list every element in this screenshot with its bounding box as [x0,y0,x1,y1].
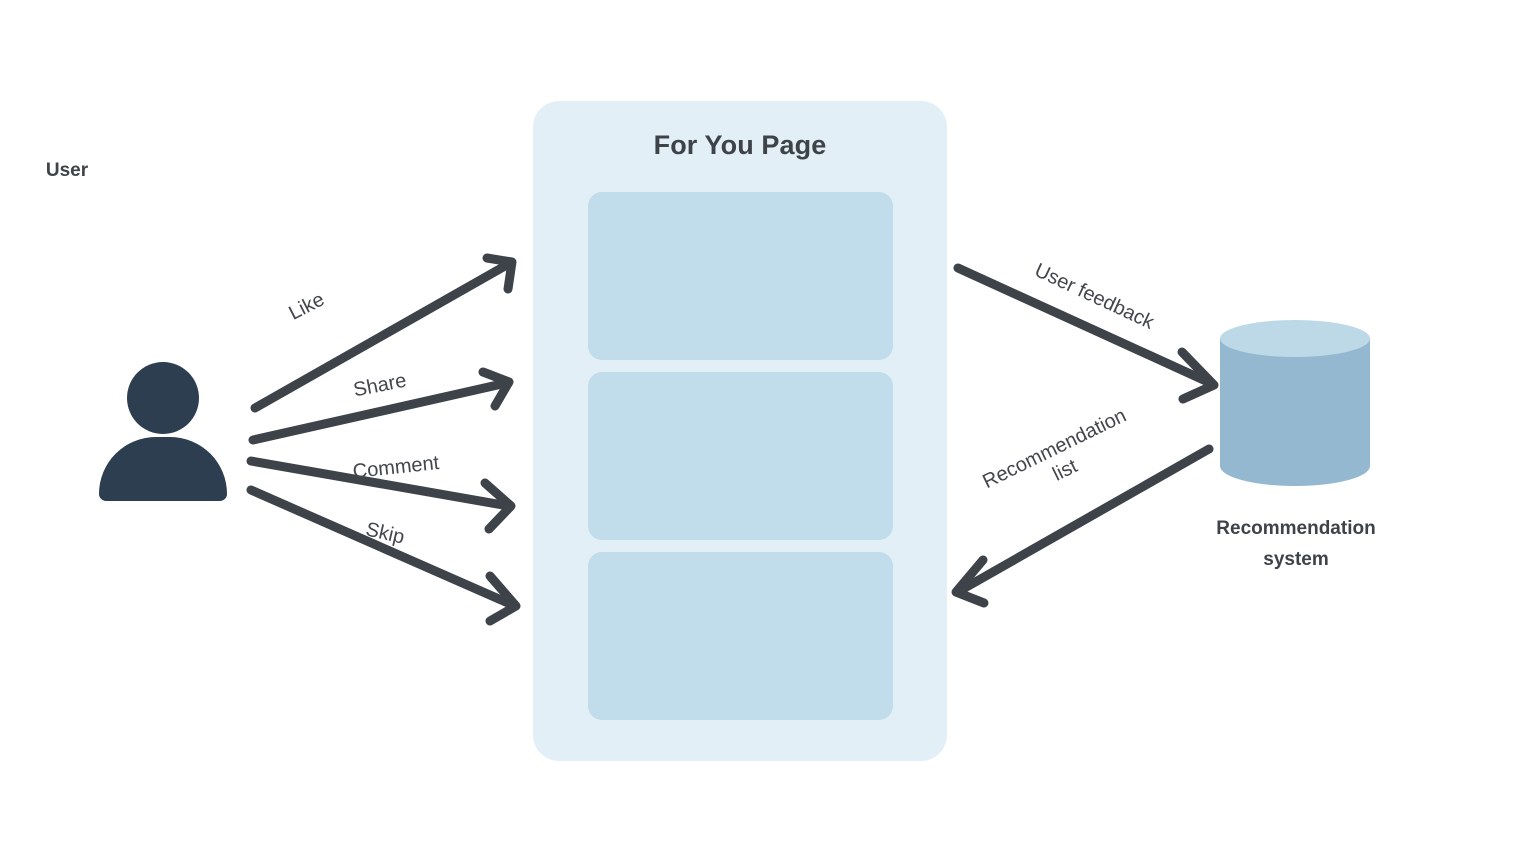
arrow-recommendation-list [951,444,1214,608]
user-label: User [45,160,89,181]
cylinder-top-ellipse [1220,320,1370,357]
recommendation-system-label-line2: system [1263,548,1329,570]
arrow-skip [246,485,521,626]
cylinder-body-shape [1220,338,1370,486]
arrow-like [250,253,517,413]
for-you-page-title: For You Page [653,130,827,160]
feed-card [588,372,893,540]
user-head-shape [127,362,199,434]
feed-card [588,552,893,720]
database-cylinder-icon [1220,320,1370,490]
arrow-user-feedback [953,263,1219,404]
for-you-page-panel: For You Page [533,101,947,761]
recommendation-system-label: Recommendation system [1165,514,1427,576]
feed-card [588,192,893,360]
arrow-comment [246,456,516,534]
recommendation-system-label-line1: Recommendation [1216,518,1376,539]
user-person-icon [96,362,230,562]
arrow-share [248,367,514,445]
